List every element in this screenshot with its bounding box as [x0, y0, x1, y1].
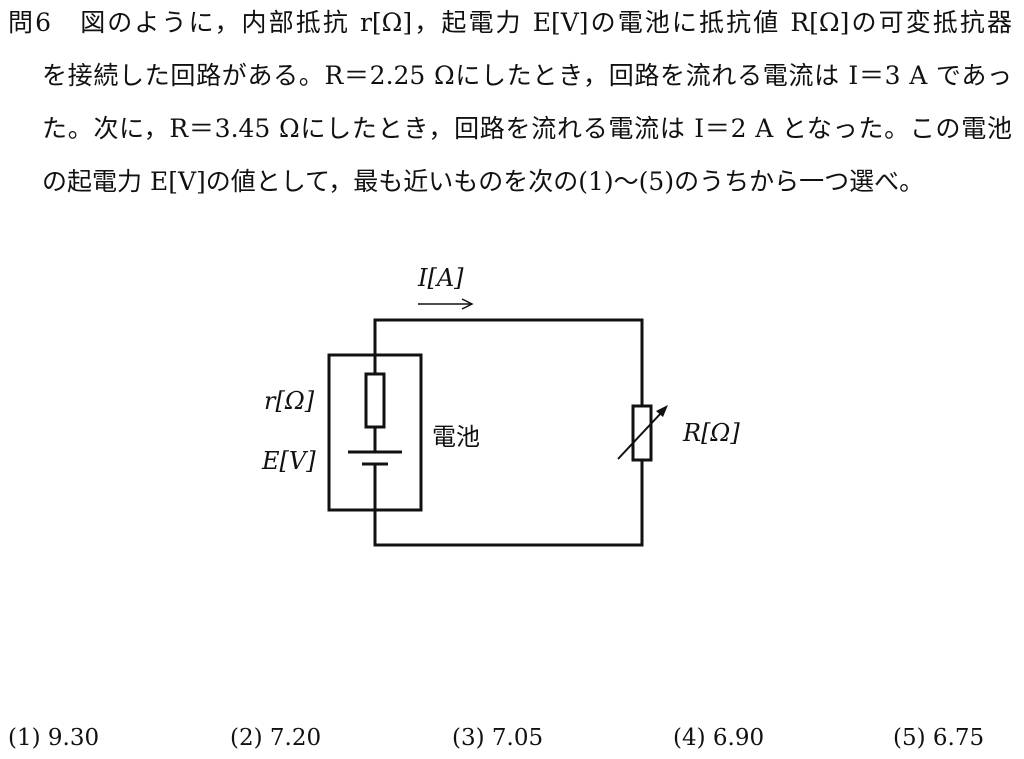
battery-box — [327, 353, 423, 512]
variable-arrow-head-icon — [656, 405, 668, 417]
emf-label: E[V] — [262, 447, 316, 475]
circuit-wire — [373, 318, 644, 406]
question-line-1: 問6 図のように，内部抵抗 r[Ω]，起電力 E[V]の電池に抵抗値 R[Ω]の… — [8, 8, 1012, 37]
choice-5[interactable]: (5) 6.75 — [893, 725, 984, 751]
choice-number: (3) — [452, 725, 485, 751]
internal-resistance-label: r[Ω] — [264, 387, 315, 415]
circuit-wire-bottom — [373, 460, 644, 547]
choice-3[interactable]: (3) 7.05 — [452, 725, 543, 751]
internal-resistor — [364, 372, 386, 429]
choice-1[interactable]: (1) 9.30 — [8, 725, 99, 751]
question-line-2: を接続した回路がある。R＝2.25 Ωにしたとき，回路を流れる電流は I＝3 A… — [42, 61, 1012, 90]
choice-value: 9.30 — [47, 725, 100, 751]
current-arrow-head — [461, 298, 474, 310]
choice-number: (5) — [893, 725, 926, 751]
choice-number: (4) — [673, 725, 706, 751]
choice-value: 6.75 — [932, 725, 985, 751]
choice-value: 6.90 — [712, 725, 765, 751]
variable-resistor-arrow — [617, 411, 663, 460]
choice-value: 7.20 — [269, 725, 322, 751]
question-line-3: た。次に，R＝3.45 Ωにしたとき，回路を流れる電流は I＝2 A となった。… — [42, 114, 1012, 143]
choice-number: (1) — [8, 725, 41, 751]
choice-value: 7.05 — [491, 725, 544, 751]
choice-2[interactable]: (2) 7.20 — [230, 725, 321, 751]
variable-resistor-label: R[Ω] — [683, 419, 740, 447]
current-label: I[A] — [418, 264, 464, 292]
choice-number: (2) — [230, 725, 263, 751]
question-line-4: の起電力 E[V]の値として，最も近いものを次の(1)～(5)のうちから一つ選べ… — [42, 167, 925, 196]
battery-label: 電池 — [432, 423, 480, 451]
choice-4[interactable]: (4) 6.90 — [673, 725, 764, 751]
